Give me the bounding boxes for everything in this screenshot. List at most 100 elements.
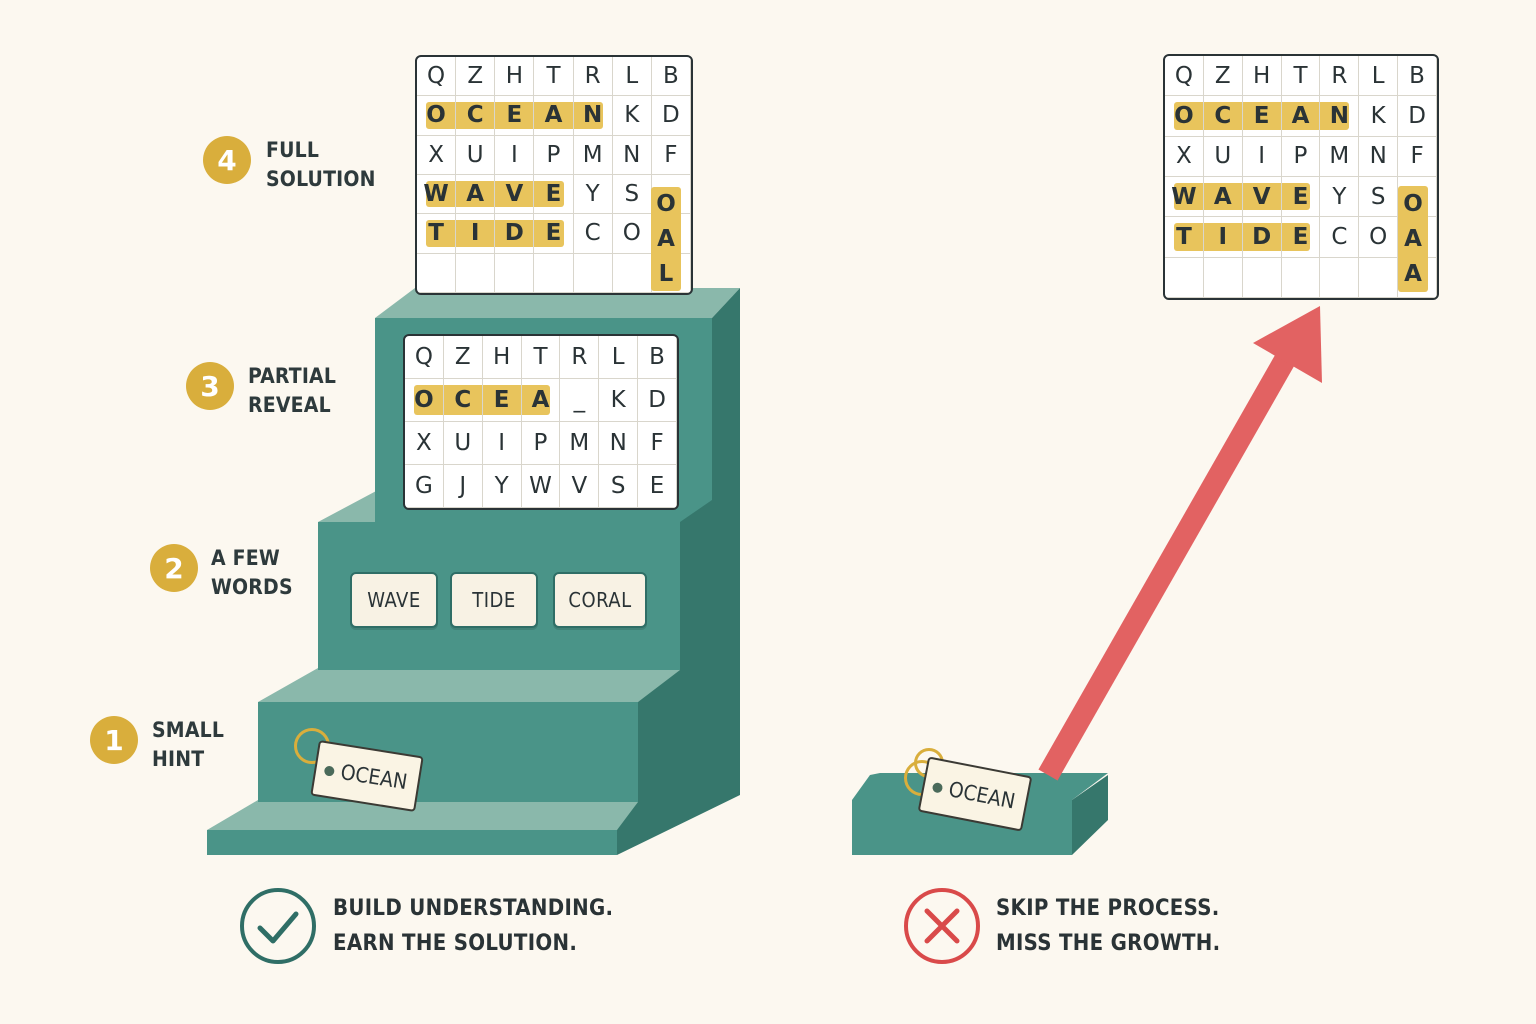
grid-cell: U: [443, 422, 483, 465]
stage-2-badge: 2: [150, 544, 198, 592]
grid-cell: N: [599, 422, 639, 465]
grid-cell: L: [599, 336, 639, 379]
grid-cell: [1398, 257, 1437, 298]
grid-cell: M: [573, 135, 613, 175]
cross-circle-icon: [904, 888, 980, 964]
vertical-letter: A: [1404, 261, 1422, 288]
grid-cell: C: [573, 214, 613, 254]
stage-4-label: FULL SOLUTION: [266, 138, 376, 191]
grid-cell: T: [1281, 56, 1321, 97]
vertical-letter: A: [657, 225, 675, 252]
grid-cell: V: [495, 174, 535, 215]
step-1b-top: [258, 668, 705, 702]
grid-cell: Q: [1165, 56, 1204, 97]
grid-cell: D: [1398, 96, 1437, 137]
shortcut-tag-text: OCEAN: [946, 777, 1018, 814]
grid-cell: F: [1398, 136, 1437, 177]
grid-cell: W: [521, 465, 561, 508]
grid-cell: K: [612, 96, 652, 136]
grid-cell: A: [521, 379, 561, 422]
grid-cell: I: [482, 422, 522, 465]
grid-cell: S: [1359, 176, 1399, 218]
grid-cell: C: [456, 96, 496, 136]
grid-cell: T: [417, 214, 457, 254]
grid-cell: S: [599, 465, 639, 508]
grid-cell: B: [651, 57, 691, 97]
grid-cell: I: [1242, 136, 1282, 177]
grid-cell: [1242, 257, 1282, 298]
grid-cell: O: [1359, 217, 1399, 258]
hint-tag-text: OCEAN: [338, 759, 409, 795]
grid-cell: [573, 253, 613, 293]
bad-path-caption: SKIP THE PROCESS. MISS THE GROWTH.: [996, 896, 1221, 956]
grid-cell: Z: [443, 336, 483, 379]
grid-cell: O: [417, 96, 457, 136]
stage-1-label: SMALL HINT: [152, 718, 225, 771]
grid-cell: V: [560, 465, 600, 508]
grid-cell: E: [638, 465, 677, 508]
grid-cell: Z: [1203, 56, 1243, 97]
grid-cell: N: [573, 96, 613, 136]
grid-cell: W: [1165, 176, 1204, 218]
grid-cell: D: [495, 214, 535, 254]
step-1-front: [207, 830, 617, 855]
grid-cell: E: [1242, 96, 1282, 137]
platform-side: [1072, 775, 1108, 855]
grid-cell: A: [1281, 96, 1321, 137]
shortcut-arrow-head: [1253, 306, 1322, 383]
grid-cell: E: [1281, 176, 1321, 218]
grid-cell: L: [612, 57, 652, 97]
grid-cell: [417, 253, 457, 293]
grid-cell: D: [638, 379, 677, 422]
grid-cell: G: [405, 465, 444, 508]
structure-side: [617, 288, 740, 855]
grid-cell: X: [417, 135, 457, 175]
stage-2-label: A FEW WORDS: [211, 546, 293, 599]
grid-cell: A: [456, 174, 496, 215]
grid-cell: N: [1359, 136, 1399, 177]
grid-cell: S: [612, 174, 652, 215]
hint-tag-hole: [323, 765, 336, 777]
grid-cell: H: [495, 57, 535, 97]
grid-cell: J: [443, 465, 483, 508]
vertical-letter: L: [658, 260, 674, 287]
grid-cell: [651, 253, 691, 293]
grid-cell: X: [405, 422, 444, 465]
grid-cell: [1203, 257, 1243, 298]
grid-cell: E: [534, 174, 574, 215]
grid-cell: E: [1281, 217, 1321, 258]
grid-cell: Y: [482, 465, 522, 508]
grid-cell: Y: [1320, 176, 1360, 218]
grid-cell: C: [1203, 96, 1243, 137]
grid-cell: P: [521, 422, 561, 465]
grid-cell: T: [521, 336, 561, 379]
grid-cell: R: [1320, 56, 1360, 97]
grid-cell: L: [1359, 56, 1399, 97]
grid-cell: E: [495, 96, 535, 136]
grid-cell: E: [482, 379, 522, 422]
grid-cell: [1320, 257, 1360, 298]
tower-top: [375, 288, 740, 318]
grid-cell: I: [495, 135, 535, 175]
vertical-letter: O: [1403, 190, 1423, 217]
stage-1-badge: 1: [90, 716, 138, 764]
grid-cell: O: [612, 214, 652, 254]
word-card-coral: CORAL: [553, 572, 647, 628]
vertical-letter: O: [656, 191, 676, 218]
grid-cell: N: [612, 135, 652, 175]
grid-cell: [1165, 257, 1204, 298]
grid-cell: R: [573, 57, 613, 97]
word-card-tide: TIDE: [450, 572, 538, 628]
grid-cell: [456, 253, 496, 293]
grid-cell: [612, 253, 652, 293]
grid-cell: U: [456, 135, 496, 175]
stage-3-badge: 3: [186, 362, 234, 410]
grid-cell: Z: [456, 57, 496, 97]
grid-cell: T: [534, 57, 574, 97]
grid-cell: X: [1165, 136, 1204, 177]
grid-cell: _: [560, 379, 600, 422]
grid-cell: [1281, 257, 1321, 298]
